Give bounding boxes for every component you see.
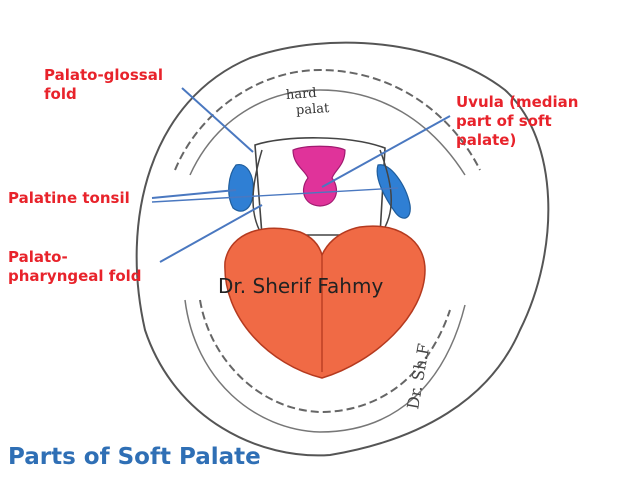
label-palatine-tonsil: Palatine tonsil	[8, 189, 130, 207]
hard-palate-handwriting: hard	[285, 86, 317, 103]
right-tonsil	[376, 164, 411, 219]
leader-tonsil-left	[151, 189, 237, 199]
left-tonsil	[228, 164, 254, 212]
label-palatopharyngeal-fold: Palato- pharyngeal fold	[8, 248, 142, 285]
leader-tonsil-right	[151, 187, 399, 203]
leader-palatoglossal	[181, 87, 254, 153]
label-palatoglossal-fold: Palato-glossal fold	[44, 66, 163, 103]
signature: Dr. Sh.F	[403, 342, 433, 411]
label-uvula: Uvula (median part of soft palate)	[456, 93, 579, 149]
author-watermark: Dr. Sherif Fahmy	[218, 274, 384, 298]
tongue	[224, 225, 426, 379]
svg-text:palat: palat	[296, 101, 331, 118]
outer-mouth-outline	[135, 41, 550, 457]
upper-teeth	[174, 68, 481, 171]
lower-teeth	[199, 299, 451, 414]
leader-uvula	[321, 115, 451, 188]
page-title: Parts of Soft Palate	[8, 444, 261, 470]
leader-palatopharyngeal	[159, 204, 263, 263]
